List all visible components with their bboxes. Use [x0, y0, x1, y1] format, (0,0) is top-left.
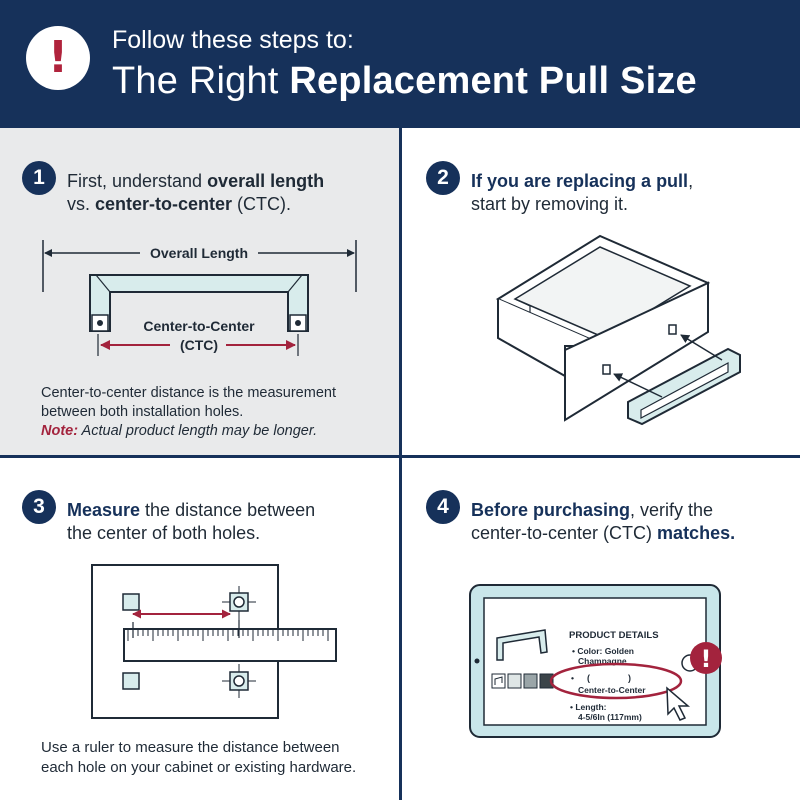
- step-1-line2-start: vs.: [67, 194, 96, 214]
- right-hole-dot: [295, 320, 301, 326]
- thumbnail-4[interactable]: [539, 673, 554, 689]
- step-4-heading: Before purchasing, verify the center-to-…: [471, 499, 735, 545]
- horizontal-divider: [0, 455, 800, 458]
- pull-edge-left: [95, 274, 111, 293]
- color-line-1: • Color: Golden: [572, 646, 634, 656]
- ctc-value-label: Center-to-Center: [578, 685, 646, 695]
- step-4-line2-plain: center-to-center (CTC): [471, 523, 658, 543]
- tablet-alert-mark: !: [701, 645, 712, 673]
- thumbnail-1-pull: [494, 676, 503, 685]
- step-3-number-badge: 3: [22, 490, 56, 524]
- step-4-line2-end: .: [730, 523, 736, 543]
- step-1-line2-end: (CTC).: [232, 194, 292, 214]
- step-4-number-badge: 4: [426, 490, 460, 524]
- drawer-hole-right: [668, 324, 677, 335]
- step-4-line1-bold: Before purchasing: [471, 500, 631, 520]
- step-1-heading: First, understand overall length vs. cen…: [67, 170, 324, 216]
- header-subtitle: Follow these steps to:: [112, 26, 354, 54]
- product-details-title: PRODUCT DETAILS: [569, 630, 659, 641]
- length-line-2: 4-5/6In (117mm): [578, 712, 642, 722]
- step-3-line1-bold: Measure: [67, 500, 141, 520]
- caption-line-2: each hole on your cabinet or existing ha…: [41, 759, 357, 776]
- note-line-2: between both installation holes.: [41, 404, 244, 420]
- ruler: [123, 628, 337, 662]
- step-1-line2-bold: center-to-center: [95, 194, 233, 214]
- color-line-2: Champagne: [578, 656, 627, 666]
- arrow-to-right-hole: [680, 334, 723, 361]
- caption-line-1: Use a ruler to measure the distance betw…: [41, 739, 340, 756]
- pull-edge-right: [287, 274, 303, 293]
- step-2-line1-bold: If you are replacing a pull: [471, 171, 689, 191]
- ctc-highlight-ellipse: [549, 662, 683, 700]
- thumbnail-3[interactable]: [523, 673, 538, 689]
- note-label: Note:: [41, 423, 79, 439]
- drawer-inner-opening: [513, 246, 692, 339]
- step-4-line1-plain: , verify the: [630, 500, 714, 520]
- reference-hole-bottom: [122, 672, 140, 690]
- title-plain: The Right: [112, 60, 290, 102]
- step-4-line2-bold: matches: [657, 523, 731, 543]
- step-1-line1-plain: First, understand: [67, 171, 208, 191]
- ctc-paren-close: ): [628, 673, 631, 683]
- overall-length-label: Overall Length: [150, 245, 248, 261]
- thumbnail-1[interactable]: [491, 673, 506, 689]
- ctc-abbrev-label: (CTC): [180, 337, 218, 353]
- ctc-bullet: •: [571, 673, 574, 683]
- product-pull-image: [496, 629, 548, 661]
- length-line-1: • Length:: [570, 702, 607, 712]
- step-3-line1-plain: the distance between: [140, 500, 316, 520]
- step-1-note: Center-to-center distance is the measure…: [41, 384, 336, 441]
- step-3-caption: Use a ruler to measure the distance betw…: [41, 738, 356, 778]
- note-text: Actual product length may be longer.: [78, 423, 318, 439]
- header-banner: ! Follow these steps to: The Right Repla…: [0, 0, 800, 128]
- vertical-divider: [399, 128, 402, 800]
- step-2-heading: If you are replacing a pull, start by re…: [471, 170, 693, 216]
- step-1-line1-bold: overall length: [207, 171, 325, 191]
- tablet-alert-icon: [690, 642, 722, 674]
- target-hole-top: [222, 586, 256, 620]
- thumbnail-2[interactable]: [507, 673, 522, 689]
- exclamation-icon: !: [47, 32, 69, 83]
- step-3-line2: the center of both holes.: [67, 523, 261, 543]
- removed-pull-inner: [640, 361, 729, 419]
- target-hole-bottom: [222, 664, 256, 698]
- mouse-cursor-icon: [666, 686, 691, 721]
- step-3-heading: Measure the distance between the center …: [67, 499, 315, 545]
- step-2-line1-plain: ,: [688, 171, 694, 191]
- ctc-label: Center-to-Center: [143, 318, 255, 334]
- drawer-hole-left: [602, 364, 611, 375]
- title-bold: Replacement Pull Size: [289, 60, 697, 102]
- reference-hole-top: [122, 593, 140, 611]
- step-2-number-badge: 2: [426, 161, 460, 195]
- left-hole-dot: [97, 320, 103, 326]
- step-1-number-badge: 1: [22, 161, 56, 195]
- tablet-camera: [474, 658, 480, 664]
- ctc-paren-open: (: [587, 673, 590, 683]
- page-title: The Right Replacement Pull Size: [112, 60, 697, 103]
- note-line-1: Center-to-center distance is the measure…: [41, 385, 336, 401]
- step-2-line2: start by removing it.: [471, 194, 629, 214]
- alert-icon: !: [26, 26, 90, 90]
- arrow-to-left-hole: [613, 373, 663, 398]
